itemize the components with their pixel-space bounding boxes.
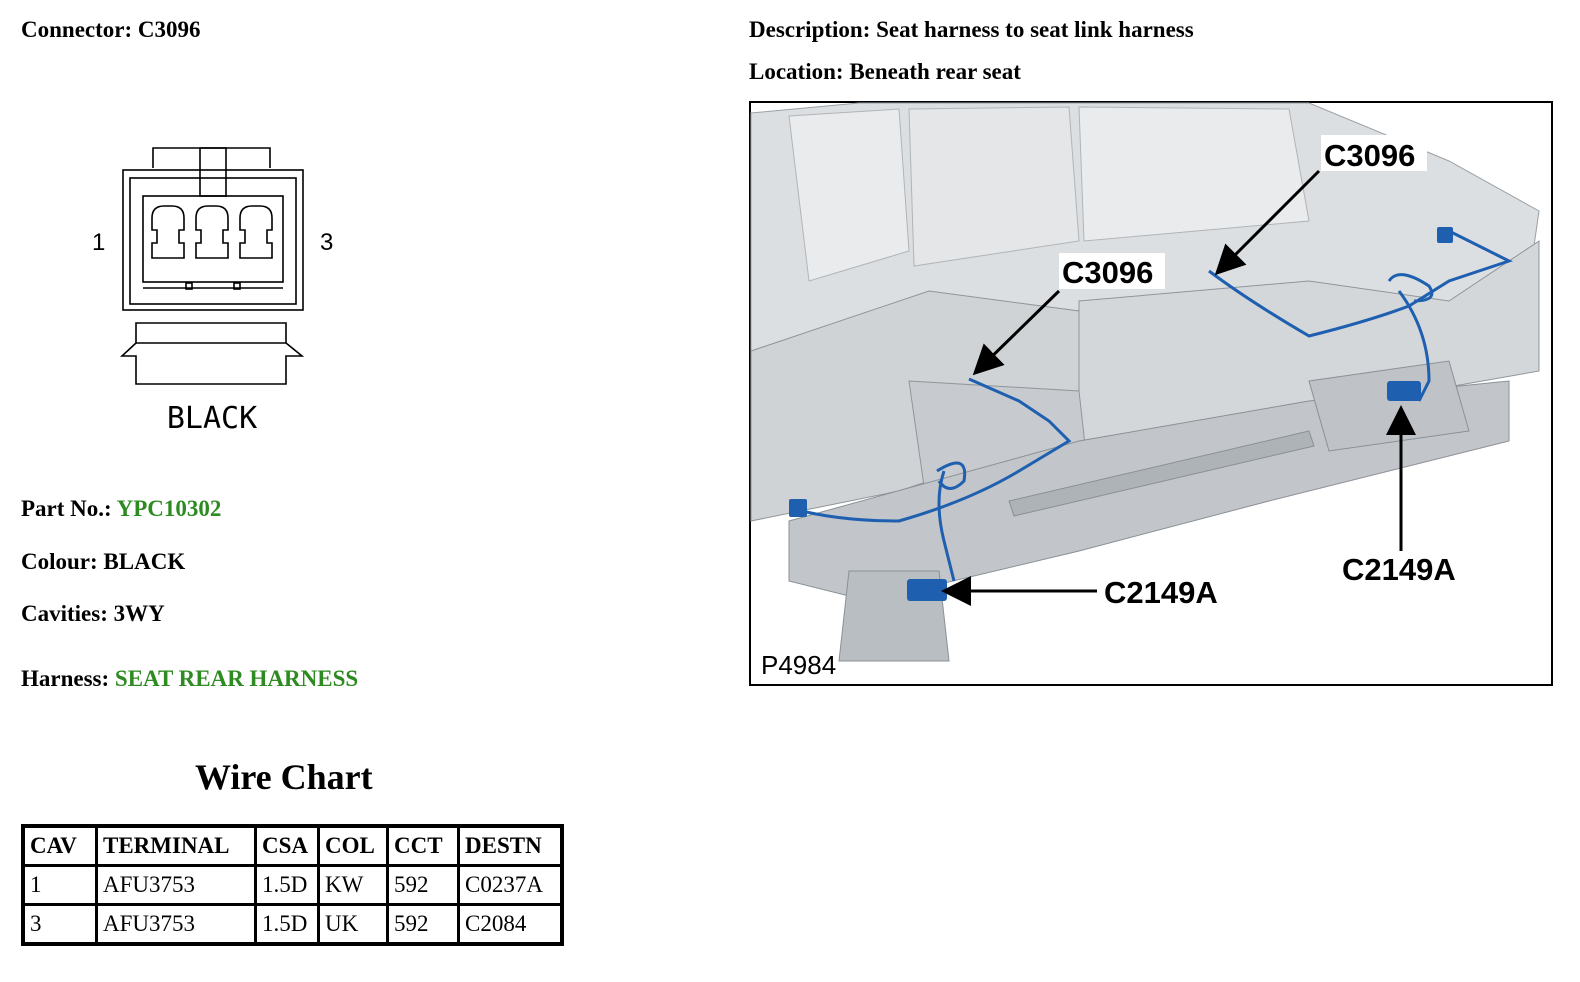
- cell-col: UK: [317, 903, 389, 946]
- locator-image: C3096 C3096 C2149A C2149A P4984: [749, 101, 1553, 686]
- cavities-label: Cavities:: [21, 601, 108, 626]
- cell-cav: 3: [21, 903, 98, 946]
- callout-arrows: [941, 169, 1416, 606]
- callout-c2149a-left: C2149A: [1104, 575, 1218, 610]
- cell-cct: 592: [386, 903, 460, 946]
- location-label: Location:: [749, 59, 844, 84]
- cavities-line: Cavities: 3WY: [21, 601, 165, 627]
- cell-terminal: AFU3753: [95, 864, 257, 906]
- colour-line: Colour: BLACK: [21, 549, 185, 575]
- table-row: 1 AFU3753 1.5D KW 592 C0237A: [21, 864, 564, 906]
- callout-c2149a-right: C2149A: [1342, 552, 1456, 587]
- colour-value: BLACK: [103, 549, 186, 574]
- figure-id: P4984: [761, 650, 836, 680]
- wire-chart-title: Wire Chart: [195, 757, 373, 797]
- location-line: Location: Beneath rear seat: [749, 59, 1021, 85]
- cell-terminal: AFU3753: [95, 903, 257, 946]
- cell-cav: 1: [21, 864, 98, 906]
- part-no-line: Part No.: YPC10302: [21, 496, 221, 522]
- cell-csa: 1.5D: [254, 903, 320, 946]
- col-header-destn: DESTN: [457, 824, 564, 867]
- cell-destn: C0237A: [457, 864, 564, 906]
- harness-link[interactable]: SEAT REAR HARNESS: [114, 666, 359, 691]
- part-no-label: Part No.:: [21, 496, 112, 521]
- description-label: Description:: [749, 17, 871, 42]
- col-header-csa: CSA: [254, 824, 320, 867]
- harness-label: Harness:: [21, 666, 110, 691]
- pin-3-label: 3: [320, 229, 333, 256]
- col-header-cav: CAV: [21, 824, 98, 867]
- colour-label: Colour:: [21, 549, 98, 574]
- description-line: Description: Seat harness to seat link h…: [749, 17, 1194, 43]
- cell-destn: C2084: [457, 903, 564, 946]
- connector-label: Connector:: [21, 17, 133, 42]
- connector-plugs: [789, 227, 1453, 601]
- harness-wiring: [793, 229, 1513, 582]
- callout-c3096-right: C3096: [1324, 138, 1415, 173]
- table-row: 3 AFU3753 1.5D UK 592 C2084: [21, 903, 564, 946]
- wire-chart-header-row: CAV TERMINAL CSA COL CCT DESTN: [21, 824, 564, 867]
- description-value: Seat harness to seat link harness: [876, 17, 1194, 42]
- col-header-cct: CCT: [386, 824, 460, 867]
- col-header-col: COL: [317, 824, 389, 867]
- connector-id: C3096: [137, 17, 201, 42]
- wire-chart-table: CAV TERMINAL CSA COL CCT DESTN 1 AFU3753…: [21, 824, 564, 946]
- cell-col: KW: [317, 864, 389, 906]
- location-value: Beneath rear seat: [849, 59, 1021, 84]
- part-no-link[interactable]: YPC10302: [116, 496, 222, 521]
- harness-line: Harness: SEAT REAR HARNESS: [21, 666, 358, 692]
- connector-heading: Connector: C3096: [21, 17, 201, 43]
- col-header-terminal: TERMINAL: [95, 824, 257, 867]
- drawing-colour-caption: BLACK: [167, 401, 257, 436]
- connector-face-drawing: 1 3 BLACK: [92, 147, 333, 436]
- cell-csa: 1.5D: [254, 864, 320, 906]
- cell-cct: 592: [386, 864, 460, 906]
- callout-c3096-left: C3096: [1062, 255, 1153, 290]
- cavities-value: 3WY: [113, 601, 165, 626]
- pin-1-label: 1: [92, 229, 105, 256]
